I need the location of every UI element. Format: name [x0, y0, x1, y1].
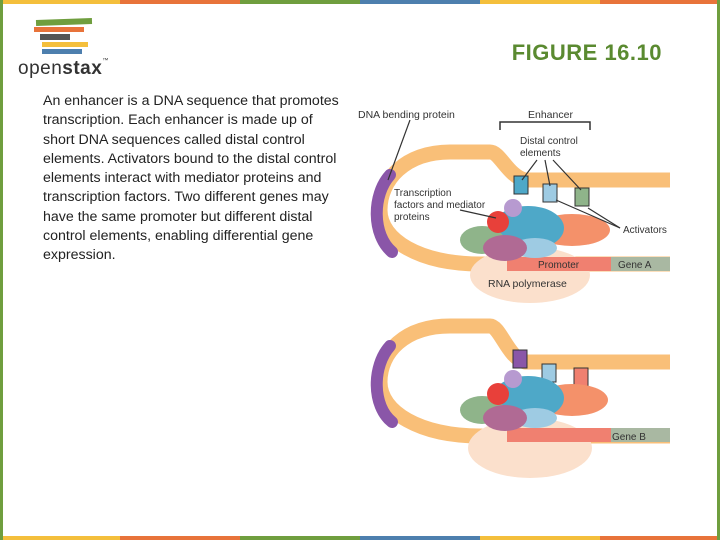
- figure-title: FIGURE 16.10: [511, 40, 662, 65]
- label-distal-1: Distal control: [520, 136, 578, 147]
- label-gene-a: Gene A: [618, 260, 652, 271]
- label-activators: Activators: [623, 225, 667, 236]
- promoter-bar-a: [507, 257, 611, 271]
- label-distal-2: elements: [520, 148, 561, 159]
- left-border: [0, 0, 3, 540]
- top-color-bar: [0, 0, 720, 4]
- label-tf-3: proteins: [394, 212, 430, 223]
- tf-mauve-b: [483, 405, 527, 431]
- label-tf-2: factors and mediator: [394, 200, 486, 211]
- enhancer-bracket-a: [499, 121, 591, 130]
- gene-a-panel: DNA bending protein Enhancer Distal cont…: [358, 109, 670, 303]
- promoter-bar-b: [507, 428, 611, 442]
- distal-element-a3: [574, 187, 590, 207]
- label-enhancer: Enhancer: [528, 109, 573, 121]
- figure-caption: An enhancer is a DNA sequence that promo…: [43, 93, 339, 264]
- openstax-wordmark: openstax™: [18, 58, 109, 79]
- bottom-color-bar: [0, 536, 720, 540]
- label-rna-polymerase: RNA polymerase: [488, 278, 567, 290]
- tf-mauve-a: [483, 235, 527, 261]
- label-dna-bending-protein: DNA bending protein: [358, 109, 455, 121]
- right-border: [717, 0, 720, 540]
- distal-element-b1: [512, 349, 528, 369]
- distal-element-b3: [573, 367, 589, 387]
- tf-red-b: [487, 383, 509, 405]
- tf-lavender-b: [504, 370, 522, 388]
- enhancer-diagram: DNA bending protein Enhancer Distal cont…: [358, 109, 670, 478]
- distal-element-a1: [513, 175, 529, 195]
- openstax-logo-icon: [34, 18, 93, 54]
- gene-a-bar: [611, 257, 670, 271]
- distal-element-a2: [542, 183, 558, 203]
- gene-b-bar: [611, 428, 670, 442]
- label-promoter: Promoter: [538, 260, 580, 271]
- gene-b-panel: Gene B: [370, 318, 670, 478]
- tf-red-a: [487, 211, 509, 233]
- tf-lavender-a: [504, 199, 522, 217]
- label-tf-1: Transcription: [394, 188, 451, 199]
- dna-bending-protein-b: [370, 340, 398, 428]
- dna-bending-protein-a: [370, 169, 398, 258]
- label-gene-b: Gene B: [612, 432, 646, 443]
